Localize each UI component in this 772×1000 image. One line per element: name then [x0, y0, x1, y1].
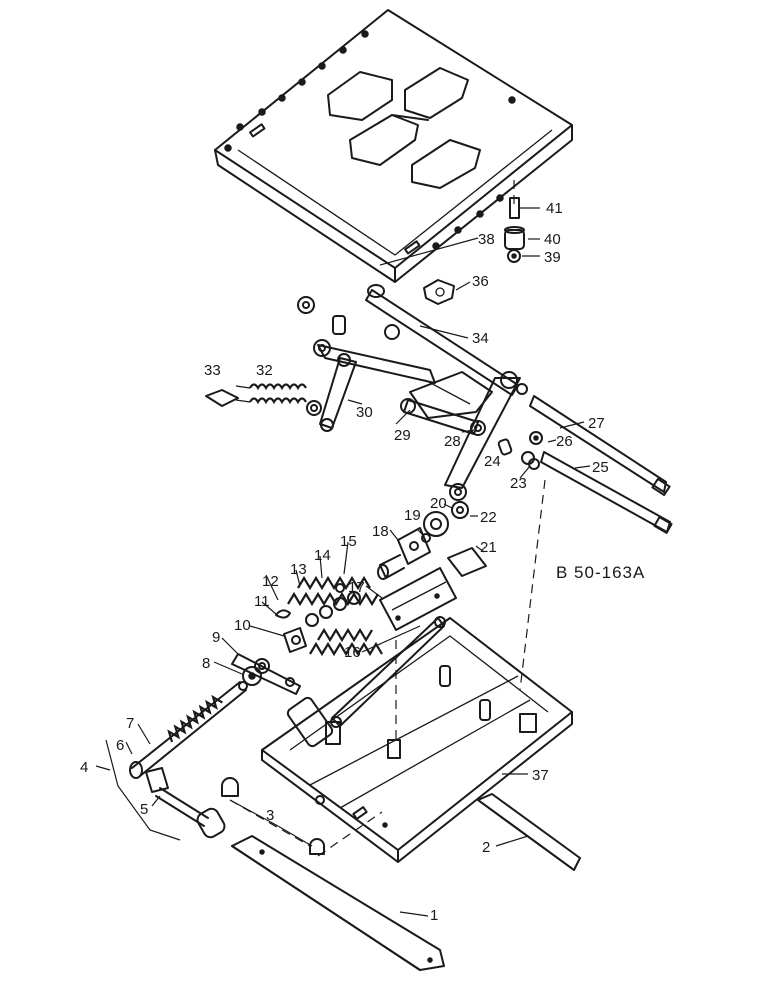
callout-8: 8: [202, 655, 210, 672]
main-spring-assembly: [275, 575, 383, 657]
spring-bracket: [283, 627, 307, 653]
callout-28: 28: [444, 433, 461, 450]
handle-assembly: [145, 767, 226, 839]
callout-36: 36: [472, 273, 489, 290]
slide-rails: [231, 793, 581, 971]
rubber-stops: [221, 777, 325, 855]
callout-32: 32: [256, 362, 273, 379]
cam-arm: [231, 653, 301, 695]
callout-20: 20: [430, 495, 447, 512]
callout-4: 4: [80, 759, 88, 776]
scissor-linkage: [297, 284, 673, 543]
callout-12: 12: [262, 573, 279, 590]
callout-27: 27: [588, 415, 605, 432]
callout-22: 22: [480, 509, 497, 526]
callout-19: 19: [404, 507, 421, 524]
callout-2: 2: [482, 839, 490, 856]
callout-10: 10: [234, 617, 251, 634]
adjusting-nut: [242, 666, 262, 686]
drawing-code: B 50-163A: [556, 563, 645, 582]
callout-23: 23: [510, 475, 527, 492]
clip-part: [423, 279, 455, 305]
small-springs: [205, 383, 307, 407]
callout-17: 17: [348, 579, 365, 596]
callout-16: 16: [344, 644, 361, 661]
callout-33: 33: [204, 362, 221, 379]
callout-37: 37: [532, 767, 549, 784]
seat-top-plate: [214, 9, 573, 283]
base-frame: [261, 616, 573, 863]
slider-bracket: [377, 527, 487, 631]
callout-38: 38: [478, 231, 495, 248]
callout-34: 34: [472, 330, 489, 347]
callout-9: 9: [212, 629, 220, 646]
callout-14: 14: [314, 547, 331, 564]
callout-1: 1: [430, 907, 438, 924]
callout-6: 6: [116, 737, 124, 754]
callout-13: 13: [290, 561, 307, 578]
leader-lines: [95, 207, 591, 917]
callout-40: 40: [544, 231, 561, 248]
callout-26: 26: [556, 433, 573, 450]
callout-7: 7: [126, 715, 134, 732]
top-plate-fasteners: [504, 180, 525, 263]
callout-39: 39: [544, 249, 561, 266]
callout-11: 11: [254, 593, 270, 610]
callout-29: 29: [394, 427, 411, 444]
callout-25: 25: [592, 459, 609, 476]
callout-labels: 41 40 39 38 36 34 33 32 30 29 28 27 26 2…: [80, 200, 645, 924]
callout-18: 18: [372, 523, 389, 540]
callout-24: 24: [484, 453, 501, 470]
callout-15: 15: [340, 533, 357, 550]
callout-30: 30: [356, 404, 373, 421]
callout-41: 41: [546, 200, 563, 217]
callout-5: 5: [140, 801, 148, 818]
threaded-rod: [129, 681, 248, 779]
callout-21: 21: [480, 539, 497, 556]
callout-3: 3: [266, 807, 274, 824]
